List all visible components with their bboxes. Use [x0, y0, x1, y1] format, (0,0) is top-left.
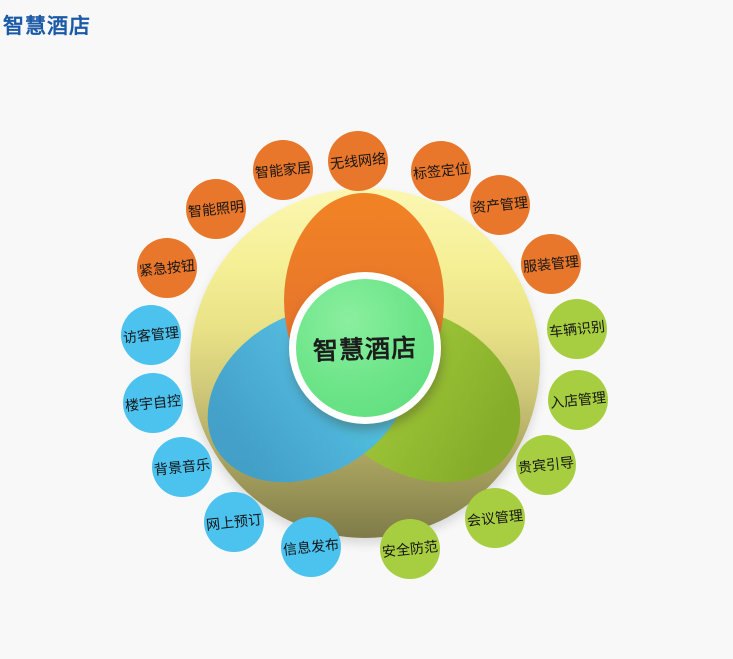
satellite-label: 背景音乐: [153, 456, 211, 478]
satellite-circle-green: 入店管理: [548, 370, 608, 430]
satellite-circle-green: 贵宾引导: [516, 435, 576, 495]
satellite-label: 无线网络: [329, 150, 387, 172]
satellite-circle-blue: 背景音乐: [152, 437, 212, 497]
satellite-label: 标签定位: [412, 160, 470, 182]
satellite-circle-blue: 楼宇自控: [123, 373, 183, 433]
satellite-label: 会议管理: [466, 507, 524, 529]
center-circle: 智慧酒店: [296, 279, 434, 417]
satellite-circle-blue: 访客管理: [121, 305, 181, 365]
satellite-circle-orange: 服装管理: [521, 234, 581, 294]
satellite-label: 网上预订: [205, 511, 263, 533]
satellite-circle-green: 会议管理: [465, 488, 525, 548]
satellite-label: 车辆识别: [548, 318, 606, 340]
satellite-label: 贵宾引导: [517, 454, 575, 476]
satellite-label: 安全防范: [381, 538, 439, 560]
satellite-circle-orange: 紧急按钮: [137, 238, 197, 298]
satellite-label: 紧急按钮: [138, 257, 196, 279]
satellite-circle-orange: 智能照明: [186, 179, 246, 239]
satellite-label: 楼宇自控: [124, 392, 182, 414]
satellite-label: 访客管理: [122, 324, 180, 346]
satellite-circle-blue: 网上预订: [204, 492, 264, 552]
satellite-label: 入店管理: [549, 389, 607, 411]
satellite-circle-orange: 资产管理: [470, 175, 530, 235]
satellite-label: 服装管理: [522, 253, 580, 275]
page-title: 智慧酒店: [3, 15, 91, 38]
satellite-label: 信息发布: [282, 536, 340, 558]
satellite-circle-orange: 无线网络: [328, 131, 388, 191]
satellite-label: 资产管理: [471, 194, 529, 216]
satellite-label: 智能照明: [187, 198, 245, 220]
satellite-circle-blue: 信息发布: [281, 517, 341, 577]
satellite-circle-orange: 智能家居: [253, 140, 313, 200]
satellite-circle-orange: 标签定位: [411, 141, 471, 201]
center-circle-ring: 智慧酒店: [289, 272, 441, 424]
satellite-circle-green: 安全防范: [380, 519, 440, 579]
satellite-circle-green: 车辆识别: [547, 299, 607, 359]
satellite-label: 智能家居: [254, 159, 312, 181]
center-label: 智慧酒店: [312, 334, 418, 366]
